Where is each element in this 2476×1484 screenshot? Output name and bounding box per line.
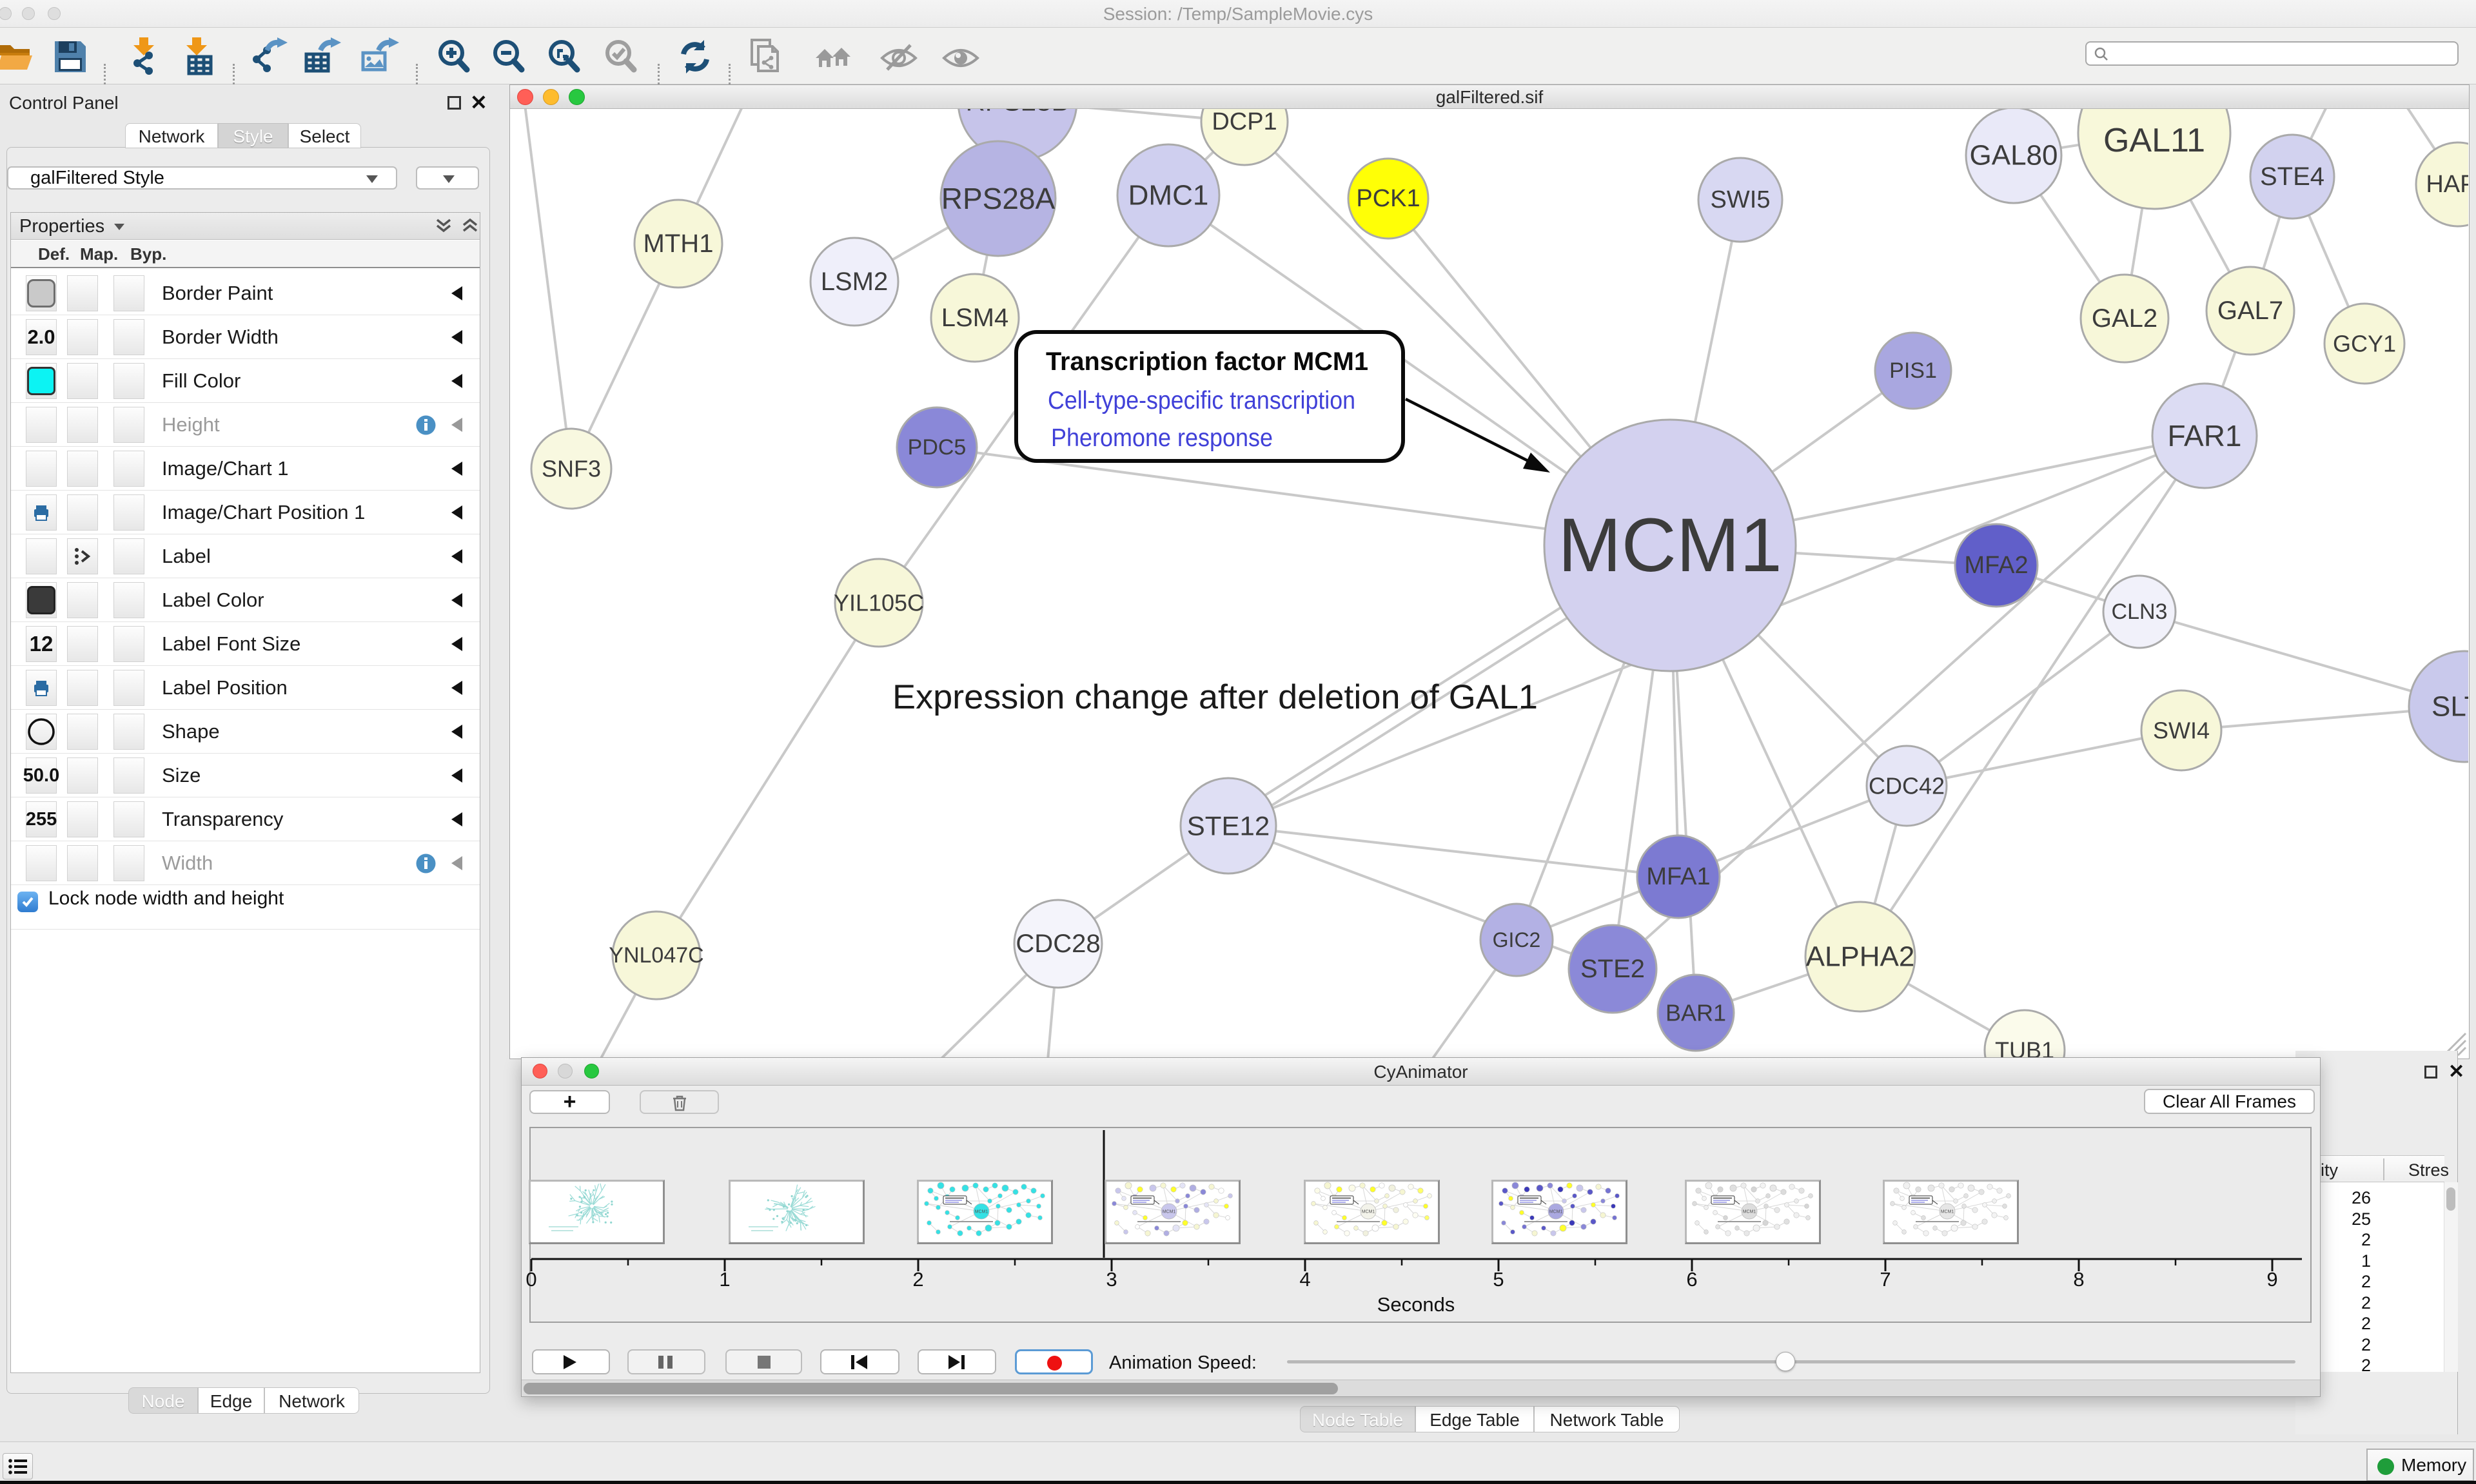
svg-text:PIS1: PIS1 [1889,358,1937,383]
svg-text:6: 6 [1686,1268,1697,1291]
svg-text:GAL2: GAL2 [2092,304,2157,333]
svg-text:SWI4: SWI4 [2153,718,2210,744]
svg-text:Pheromone response: Pheromone response [1051,424,1273,452]
svg-text:MCM1: MCM1 [1941,1210,1954,1215]
svg-text:CDC42: CDC42 [1869,773,1945,799]
svg-text:SWI5: SWI5 [1711,186,1771,213]
svg-text:STE12: STE12 [1187,811,1270,841]
svg-text:GCY1: GCY1 [2333,331,2396,357]
svg-text:Cell-type-specific transcripti: Cell-type-specific transcription [1048,387,1355,415]
svg-text:DCP1: DCP1 [1212,109,1277,135]
svg-text:CDC28: CDC28 [1016,930,1100,958]
svg-text:Transcription factor MCM1: Transcription factor MCM1 [1046,347,1368,376]
svg-text:1: 1 [719,1268,730,1291]
svg-text:FAR1: FAR1 [2167,419,2241,453]
svg-text:LSM2: LSM2 [821,268,889,296]
svg-text:4: 4 [1299,1268,1310,1291]
svg-text:MFA2: MFA2 [1964,552,2028,579]
svg-text:SLT2: SLT2 [2432,691,2468,723]
svg-text:CLN3: CLN3 [2112,600,2168,624]
svg-text:LSM4: LSM4 [941,304,1009,332]
svg-text:PCK1: PCK1 [1356,185,1420,212]
svg-text:MCM1: MCM1 [1163,1210,1176,1215]
svg-text:MCM1: MCM1 [1743,1210,1756,1215]
svg-text:3: 3 [1106,1268,1117,1291]
svg-text:RPS28B: RPS28B [965,109,1069,117]
svg-text:BAR1: BAR1 [1665,1000,1726,1026]
svg-text:GAL11: GAL11 [2103,122,2205,159]
svg-text:GAL80: GAL80 [1970,140,2058,171]
svg-text:STE2: STE2 [1580,955,1645,983]
svg-text:MTH1: MTH1 [644,229,714,258]
svg-text:YIL105C: YIL105C [834,590,924,616]
svg-text:SNF3: SNF3 [542,456,601,482]
svg-text:Expression change after deleti: Expression change after deletion of GAL1 [892,678,1538,716]
svg-text:MCM1: MCM1 [1362,1210,1375,1215]
svg-text:PDC5: PDC5 [908,435,967,460]
svg-text:2: 2 [912,1268,923,1291]
svg-text:MCM1: MCM1 [1549,1210,1563,1215]
svg-text:GIC2: GIC2 [1493,928,1541,952]
svg-text:TUB1: TUB1 [1995,1037,2054,1059]
svg-text:ALPHA2: ALPHA2 [1806,941,1915,973]
svg-text:DMC1: DMC1 [1128,180,1209,211]
svg-text:GAL7: GAL7 [2217,297,2283,325]
svg-text:RPS28A: RPS28A [941,182,1056,215]
svg-text:Seconds: Seconds [1377,1293,1455,1316]
svg-text:STE4: STE4 [2260,162,2324,191]
svg-text:MCM1: MCM1 [1558,503,1782,588]
svg-text:YNL047C: YNL047C [609,943,703,968]
svg-text:5: 5 [1493,1268,1504,1291]
svg-text:MFA1: MFA1 [1646,863,1710,890]
svg-text:8: 8 [2073,1268,2084,1291]
svg-text:7: 7 [1880,1268,1891,1291]
svg-text:9: 9 [2266,1268,2277,1291]
svg-text:MCM1: MCM1 [975,1210,988,1215]
svg-text:0: 0 [526,1268,536,1291]
svg-text:HAP2: HAP2 [2426,171,2468,198]
